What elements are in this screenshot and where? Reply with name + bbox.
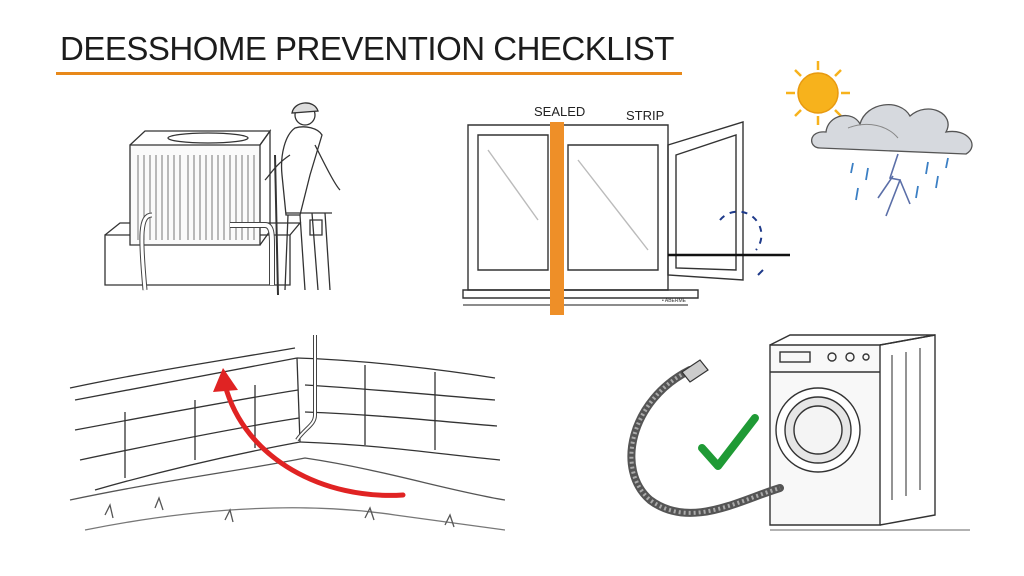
sealed-window-illustration: SEALED STRIP • ABERME — [458, 100, 803, 315]
moisture-arrow-icon — [222, 382, 406, 498]
window-caption: • ABERME — [662, 298, 686, 304]
hvac-technician-illustration — [100, 95, 370, 300]
washing-machine-hose-illustration — [620, 330, 980, 540]
title-underline — [56, 72, 682, 75]
foundation-crack-illustration — [65, 330, 505, 540]
check-icon — [698, 414, 759, 470]
page-title: DEESSHOME PREVENTION CHECKLIST — [60, 30, 674, 67]
hose-icon — [627, 366, 784, 517]
window-icon — [462, 121, 790, 315]
seal-strip-icon — [550, 122, 564, 315]
ac-unit-icon — [104, 102, 341, 296]
sun-rain-cloud-icon — [778, 58, 1003, 228]
window-label-strip: STRIP — [626, 108, 665, 123]
window-label-sealed: SEALED — [534, 104, 586, 119]
